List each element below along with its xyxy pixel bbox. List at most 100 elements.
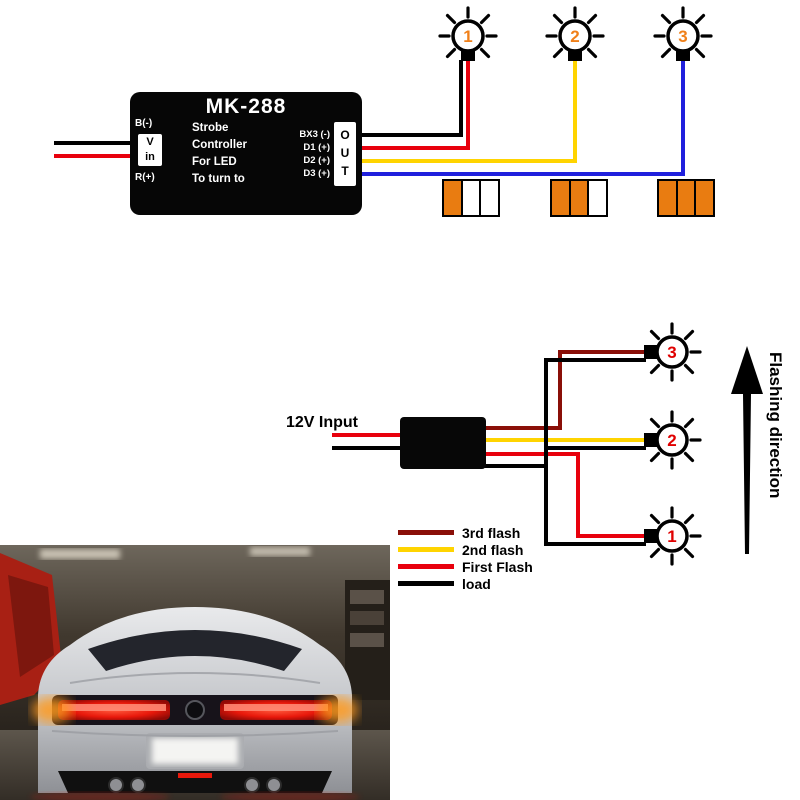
bulb-3-icon: 3 bbox=[653, 6, 713, 61]
bulb-base bbox=[644, 529, 657, 543]
bulb-number: 2 bbox=[667, 431, 676, 450]
controller-line: Controller bbox=[192, 139, 247, 151]
mid-bulb-1-icon: 1 bbox=[644, 506, 702, 566]
legend-swatch-2nd-flash bbox=[398, 547, 454, 552]
taillight-reflection bbox=[220, 792, 360, 800]
bulb-rays bbox=[649, 322, 702, 382]
wire-legend: 3rd flash 2nd flash First Flash load bbox=[398, 524, 533, 592]
rear-window bbox=[88, 630, 302, 671]
wire-segment bbox=[576, 452, 580, 538]
v-in-line1: V bbox=[146, 136, 154, 148]
strobe-module-box bbox=[400, 417, 486, 469]
indicator-cell bbox=[462, 181, 480, 215]
indicator-cell bbox=[570, 181, 588, 215]
wire-segment bbox=[544, 446, 646, 450]
bulb-glass bbox=[655, 335, 689, 369]
legend-swatch-first-flash bbox=[398, 564, 454, 569]
wire-segment bbox=[484, 452, 580, 456]
turn-signal-glow-right bbox=[318, 697, 358, 723]
rear-diffuser bbox=[58, 771, 332, 793]
wire-segment bbox=[362, 172, 685, 176]
wire-segment bbox=[459, 60, 463, 137]
v-in-line2: in bbox=[145, 151, 155, 163]
controller-line: For LED bbox=[192, 156, 237, 168]
wire-segment bbox=[332, 433, 402, 437]
twelve-volt-input-label: 12V Input bbox=[286, 414, 359, 431]
legend-swatch-3rd-flash bbox=[398, 530, 454, 535]
flashing-direction-label: Flashing direction bbox=[766, 352, 785, 499]
controller-description: Strobe Controller For LED To turn to bbox=[192, 120, 247, 188]
taillight-right-core bbox=[224, 704, 328, 711]
open-red-door-panel bbox=[8, 575, 54, 677]
bulb-rays bbox=[649, 410, 702, 470]
wire-segment bbox=[544, 542, 646, 546]
flashing-direction-arrow bbox=[731, 346, 763, 554]
bulb-base bbox=[676, 51, 690, 61]
bulb-glass bbox=[655, 519, 689, 553]
bulb-base bbox=[644, 345, 657, 359]
out-letter: T bbox=[341, 164, 349, 178]
v-in-terminal: V in bbox=[138, 134, 162, 166]
taillight-reflection bbox=[30, 792, 170, 800]
terminal-b-minus: B(-) bbox=[135, 118, 153, 129]
bulb-base bbox=[644, 433, 657, 447]
ceiling-light bbox=[40, 549, 120, 559]
center-brake-light bbox=[178, 773, 212, 778]
wire-segment bbox=[484, 464, 548, 468]
legend-label-load: load bbox=[462, 575, 491, 592]
wire-segment bbox=[332, 446, 402, 450]
turn-signal-indicator-3 bbox=[657, 179, 715, 217]
terminal-bx3: BX3 (-) bbox=[299, 129, 330, 140]
bulb-number: 3 bbox=[678, 27, 687, 46]
indicator-cell bbox=[696, 181, 714, 215]
wire-segment bbox=[573, 60, 577, 163]
turn-signal-glow-left bbox=[32, 697, 72, 723]
wire-segment bbox=[362, 159, 577, 163]
controller-line: Strobe bbox=[192, 122, 229, 134]
pony-badge bbox=[185, 700, 205, 720]
license-plate-blurred bbox=[152, 738, 238, 764]
legend-row: load bbox=[398, 575, 533, 592]
shelf-box bbox=[350, 611, 384, 625]
controller-title: MK-288 bbox=[205, 95, 287, 118]
wire-segment bbox=[484, 438, 646, 442]
wire-segment bbox=[558, 350, 562, 430]
wire-segment bbox=[558, 350, 646, 354]
ceiling-light bbox=[250, 547, 310, 556]
indicator-cell bbox=[589, 181, 607, 215]
bulb-glass bbox=[655, 423, 689, 457]
shelf-box bbox=[350, 633, 384, 647]
bulb-1-icon: 1 bbox=[438, 6, 498, 61]
legend-label-first-flash: First Flash bbox=[462, 558, 533, 575]
bulb-rays bbox=[438, 6, 498, 59]
bulb-number: 3 bbox=[667, 343, 676, 362]
wire-segment bbox=[544, 358, 646, 362]
wire-segment bbox=[54, 154, 132, 158]
bulb-base bbox=[568, 51, 582, 61]
indicator-cell bbox=[444, 181, 461, 215]
car-body bbox=[32, 607, 358, 793]
wire-segment bbox=[681, 60, 685, 176]
wire-segment bbox=[362, 133, 463, 137]
turn-signal-indicator-1 bbox=[442, 179, 500, 217]
legend-row: 3rd flash bbox=[398, 524, 533, 541]
indicator-cell bbox=[659, 181, 676, 215]
out-connector: O U T bbox=[334, 122, 356, 186]
legend-row: 2nd flash bbox=[398, 541, 533, 558]
exhaust-tips bbox=[108, 777, 282, 793]
mid-bulb-3-icon: 3 bbox=[644, 322, 702, 382]
output-terminal-labels: BX3 (-) D1 (+) D2 (+) D3 (+) bbox=[299, 128, 330, 180]
bulb-2-icon: 2 bbox=[545, 6, 605, 61]
bulb-rays bbox=[649, 506, 702, 566]
indicator-cell bbox=[481, 181, 499, 215]
indicator-cell bbox=[677, 181, 695, 215]
out-letter: U bbox=[340, 146, 350, 160]
wire-segment bbox=[54, 141, 132, 145]
shelf-box bbox=[350, 590, 384, 604]
wire-segment bbox=[484, 426, 562, 430]
out-letter: O bbox=[340, 128, 350, 142]
terminal-d3: D3 (+) bbox=[303, 168, 330, 179]
turn-signal-indicator-2 bbox=[550, 179, 608, 217]
bulb-rays bbox=[653, 6, 713, 59]
legend-label-3rd-flash: 3rd flash bbox=[462, 524, 521, 541]
